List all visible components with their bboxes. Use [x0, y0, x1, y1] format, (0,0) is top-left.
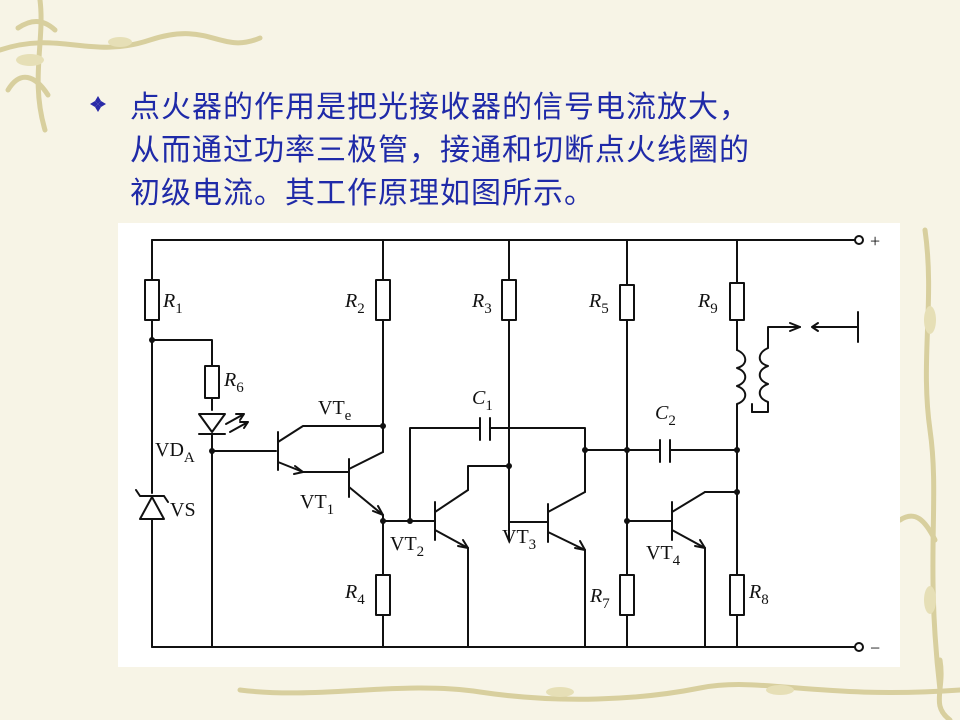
label-r4: R4 — [344, 581, 365, 608]
terminal-plus-label: + — [870, 231, 880, 251]
resistor-r2 — [375, 279, 391, 321]
label-vt1: VT1 — [300, 491, 334, 518]
resistor-r7 — [619, 574, 635, 616]
label-r2: R2 — [344, 290, 365, 317]
capacitor-c1 — [479, 417, 491, 441]
zener-vs — [135, 489, 169, 520]
label-vte: VTe — [318, 397, 352, 424]
label-vt3: VT3 — [502, 526, 536, 553]
label-r3: R3 — [471, 290, 492, 317]
label-c2: C2 — [655, 402, 676, 429]
bullet-line-1: 点火器的作用是把光接收器的信号电流放大， — [130, 90, 750, 125]
ignition-coil-primary — [736, 349, 747, 648]
terminal-minus-label: − — [870, 638, 880, 658]
diamond-bullet-icon — [90, 96, 106, 112]
transistor-vt2 — [434, 489, 469, 549]
transistor-vt1 — [302, 451, 384, 516]
positive-terminal — [854, 235, 864, 245]
bullet-line-3: 初级电流。其工作原理如图所示。 — [130, 176, 595, 211]
label-r5: R5 — [588, 290, 609, 317]
resistor-r1 — [144, 279, 160, 321]
capacitor-c2 — [659, 439, 671, 463]
label-vt4: VT4 — [646, 542, 681, 569]
label-vt2: VT2 — [390, 533, 424, 560]
resistor-r3 — [501, 279, 517, 321]
label-vs: VS — [170, 499, 196, 521]
resistor-r9 — [729, 282, 745, 321]
negative-terminal — [854, 642, 864, 652]
label-r8: R8 — [748, 581, 769, 608]
transistor-vt4 — [626, 491, 706, 549]
label-r9: R9 — [697, 290, 718, 317]
slide-bullet: 点火器的作用是把光接收器的信号电流放大， 从而通过功率三极管，接通和切断点火线圈… — [90, 86, 892, 215]
igniter-circuit-diagram: + − R1 R2 R3 R5 R9 R6 R4 R7 R8 C1 C2 VTe… — [118, 223, 900, 667]
transistor-vte — [277, 425, 384, 473]
label-c1: C1 — [472, 387, 493, 414]
resistor-r6 — [204, 365, 220, 399]
resistor-r4 — [375, 574, 391, 616]
resistor-r8 — [729, 574, 745, 616]
label-vda: VDA — [155, 439, 195, 466]
transistor-vt3 — [508, 491, 586, 551]
bullet-line-2: 从而通过功率三极管，接通和切断点火线圈的 — [130, 133, 750, 168]
label-r6: R6 — [223, 369, 244, 396]
ignition-coil-secondary — [751, 326, 801, 413]
label-r1: R1 — [162, 290, 183, 317]
photodiode-vda — [198, 413, 226, 435]
label-r7: R7 — [589, 585, 610, 612]
resistor-r5 — [619, 284, 635, 321]
